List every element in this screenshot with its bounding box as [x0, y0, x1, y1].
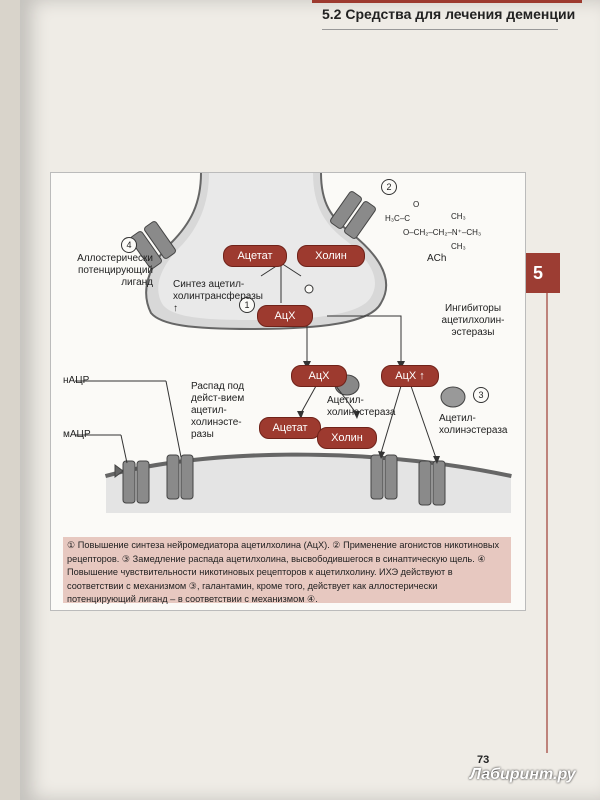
marker-3: 3 [473, 387, 489, 403]
chapter-margin-line [546, 293, 548, 753]
connector-lines [75, 262, 437, 464]
presynaptic-receptor-left [130, 221, 176, 269]
arrowheads [297, 361, 440, 464]
figure-caption: ① Повышение синтеза нейромедиатора ацети… [63, 537, 511, 604]
pill-choline-top: Холин [297, 245, 365, 267]
previous-page-edge [0, 0, 20, 800]
watermark-logo: Лабиринт.ру [470, 766, 576, 783]
formula-line-2: O–CH₂–CH₂–N⁺–CH₃ [403, 228, 482, 237]
machr-receptor [114, 460, 150, 504]
pill-choline-bottom: Холин [317, 427, 377, 449]
page-number: 73 [477, 754, 490, 766]
ache-enzyme-right [440, 386, 466, 408]
formula-ch3-top: CH₃ [451, 212, 466, 221]
marker-2: 2 [381, 179, 397, 195]
postsynaptic-receptor-right-2 [418, 460, 446, 506]
synapse-figure: Ацетат Холин АцХ АцХ АцХ ↑ Ацетат Холин … [50, 172, 526, 611]
nachr-receptor [166, 454, 194, 500]
label-breakdown: Распад под дейст-вием ацетил-холинэсте-р… [191, 381, 245, 440]
marker-1: 1 [239, 297, 255, 313]
pill-ach-center: АцХ [257, 305, 313, 327]
marker-4: 4 [121, 237, 137, 253]
formula-oxygen: O [413, 200, 420, 209]
label-ache-right: Ацетил-холинэстераза [439, 413, 508, 436]
pill-acetate-bottom: Ацетат [259, 417, 321, 439]
label-ache-left: Ацетил-холинэстераза [327, 395, 396, 418]
presynaptic-receptor-right [330, 191, 376, 239]
label-machr: мАЦР [63, 429, 91, 440]
formula-ch3-bottom: CH₃ [451, 242, 466, 251]
header-rule [322, 29, 558, 30]
formula-line-1: H₃C–C [385, 214, 411, 223]
label-allosteric-ligand: Аллостерически потенцирующий лиганд [77, 253, 153, 288]
pill-ach-right: АцХ ↑ [381, 365, 439, 387]
formula-ach-label: ACh [427, 253, 447, 264]
postsynaptic-receptor-right-1 [370, 454, 398, 500]
header-accent-line [312, 0, 582, 3]
page-header-title: 5.2 Средства для лечения деменции [322, 6, 576, 22]
pill-acetate-top: Ацетат [223, 245, 287, 267]
pill-ach-left: АцХ [291, 365, 347, 387]
label-nachr: нАЦР [63, 375, 90, 386]
book-page: 5.2 Средства для лечения деменции 5 [20, 0, 600, 800]
label-ache-inhibitors: Ингибиторы ацетилхолин-эстеразы [441, 303, 505, 338]
label-synthesis: Синтез ацетил-холинтрансферазы ↑ [173, 279, 263, 314]
